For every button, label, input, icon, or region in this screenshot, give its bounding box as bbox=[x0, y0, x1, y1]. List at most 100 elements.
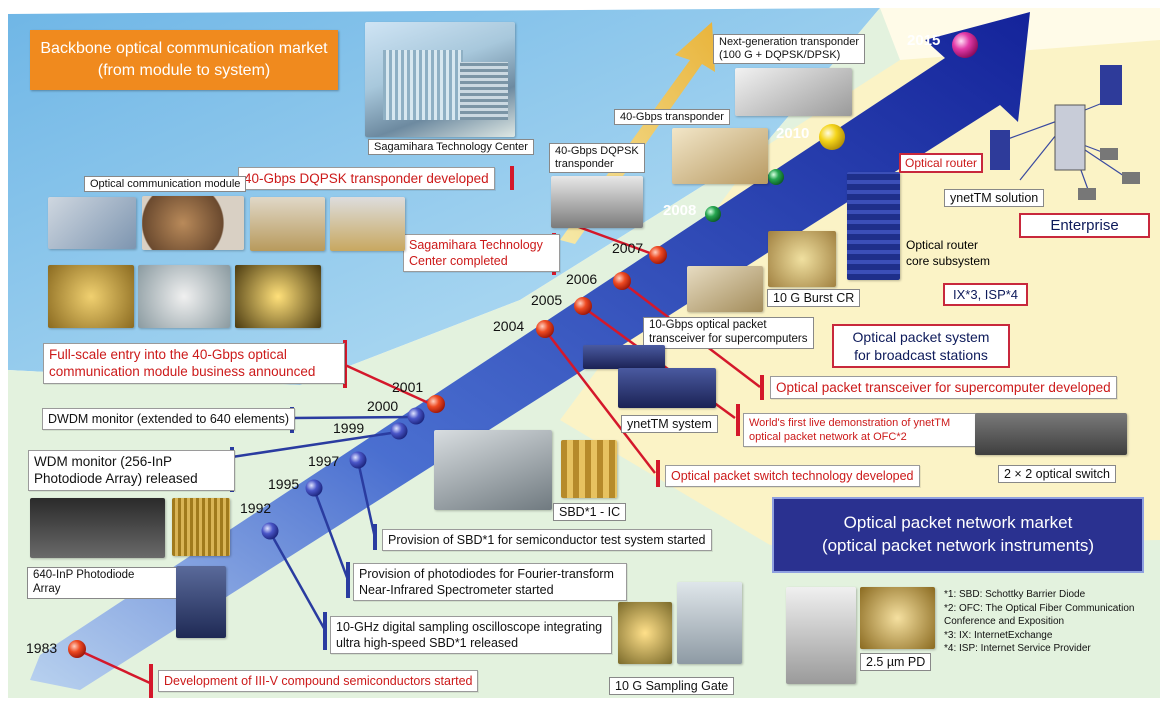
dqpsk-photo bbox=[551, 176, 643, 228]
year-2008: 2008 bbox=[663, 202, 697, 219]
year-1995: 1995 bbox=[268, 476, 300, 492]
connector-2000 bbox=[291, 415, 416, 420]
caption-pd25: 2.5 µm PD bbox=[860, 653, 932, 671]
connector-1995 bbox=[312, 488, 350, 581]
caption-dqpsk-transponder: 40-Gbps DQPSK transponder bbox=[549, 143, 645, 174]
router-core-photo bbox=[847, 172, 900, 280]
module-photo-5 bbox=[48, 265, 134, 328]
milestone-1983: Development of III-V compound semiconduc… bbox=[158, 670, 479, 692]
pd640-array-photo bbox=[172, 498, 230, 556]
milestone-2007: Sagamihara Technology Center completed bbox=[403, 234, 560, 272]
switch-photo bbox=[975, 413, 1127, 455]
enterprise-label: Enterprise bbox=[1019, 213, 1150, 238]
ball-2000 bbox=[407, 407, 425, 425]
ball-2006 bbox=[613, 272, 631, 290]
module-photo-6 bbox=[138, 265, 230, 328]
milestone-1999: WDM monitor (256-InP Photodiode Array) r… bbox=[28, 450, 235, 491]
connector-1997 bbox=[356, 460, 377, 539]
milestone-2001: Full-scale entry into the 40-Gbps optica… bbox=[43, 343, 345, 384]
caption-optical-module: Optical communication module bbox=[84, 176, 247, 192]
connector-2001 bbox=[344, 363, 434, 407]
router-box bbox=[990, 130, 1010, 170]
ball-2005 bbox=[574, 297, 592, 315]
caption-ynet-solution: ynetTM solution bbox=[944, 189, 1045, 207]
footnotes: *1: SBD: Schottky Barrier Diode *2: OFC:… bbox=[944, 589, 1135, 654]
ball-2008 bbox=[705, 206, 721, 222]
module-photo-2 bbox=[142, 196, 244, 250]
sbd-ic-photo bbox=[561, 440, 617, 498]
year-2010: 2010 bbox=[776, 125, 810, 142]
ball-2010 bbox=[819, 124, 845, 150]
milestone-2007-dqpsk: 40-Gbps DQPSK transponder developed bbox=[238, 167, 495, 191]
year-1999: 1999 bbox=[333, 420, 365, 436]
connector-2004 bbox=[544, 329, 656, 474]
caption-sampling-gate: 10 G Sampling Gate bbox=[609, 677, 735, 695]
ball-2009 bbox=[768, 169, 784, 185]
milestone-2004: Optical packet switch technology develop… bbox=[665, 465, 920, 487]
test-system-photo bbox=[434, 430, 552, 510]
year-1992: 1992 bbox=[240, 500, 272, 516]
module-photo-4 bbox=[330, 197, 405, 251]
year-2015: 2015 bbox=[907, 32, 941, 49]
year-2000: 2000 bbox=[367, 398, 399, 414]
connector-1999 bbox=[231, 430, 399, 459]
milestone-1995: Provision of photodiodes for Fourier-tra… bbox=[353, 563, 627, 601]
network-illustration bbox=[990, 65, 1140, 200]
year-2001: 2001 bbox=[392, 379, 424, 395]
caption-pd640: 640-InP Photodiode Array bbox=[27, 567, 177, 599]
caption-router-core: Optical router core subsystem bbox=[906, 238, 991, 268]
nextgen-photo bbox=[735, 68, 852, 116]
broadcast-label: Optical packet system for broadcast stat… bbox=[832, 324, 1010, 369]
ball-1995 bbox=[305, 479, 323, 497]
caption-sbd-ic: SBD*1 - IC bbox=[553, 503, 627, 521]
sagamihara-building-photo bbox=[365, 22, 515, 137]
ball-1983 bbox=[68, 640, 86, 658]
ball-2001 bbox=[427, 395, 445, 413]
module-photo-7 bbox=[235, 265, 321, 328]
milestone-2006: Optical packet transceiver for supercomp… bbox=[770, 376, 1117, 400]
pd25-unit-photo bbox=[786, 587, 856, 684]
ix-isp-label: IX*3, ISP*4 bbox=[943, 283, 1029, 306]
module-photo-3 bbox=[250, 197, 325, 251]
year-2005: 2005 bbox=[531, 292, 563, 308]
burst-chip-photo bbox=[687, 266, 763, 312]
caption-nextgen: Next-generation transponder (100 G + DQP… bbox=[713, 34, 866, 65]
caption-switch: 2 × 2 optical switch bbox=[998, 465, 1116, 483]
ball-2015 bbox=[952, 32, 978, 58]
year-1997: 1997 bbox=[308, 453, 340, 469]
ball-1999 bbox=[390, 422, 408, 440]
connector-1992 bbox=[268, 531, 327, 631]
caption-ynet-system: ynetTM system bbox=[621, 415, 718, 433]
year-2006: 2006 bbox=[566, 271, 598, 287]
connector-1983 bbox=[77, 648, 151, 685]
ball-2004 bbox=[536, 320, 554, 338]
ynet-system-photo bbox=[618, 368, 716, 408]
pd640-photo bbox=[30, 498, 165, 558]
milestone-2000: DWDM monitor (extended to 640 elements) bbox=[42, 408, 296, 430]
transceiver-photo bbox=[583, 345, 665, 369]
sampling-gate-photo bbox=[618, 602, 672, 664]
backbone-market-title: Backbone optical communication market (f… bbox=[30, 30, 338, 90]
caption-40g-transponder: 40-Gbps transponder bbox=[614, 109, 730, 125]
module-photo-1 bbox=[48, 197, 136, 249]
burst-die-photo bbox=[768, 231, 836, 287]
milestone-2005: World's first live demonstration of ynet… bbox=[743, 413, 980, 448]
milestone-1997: Provision of SBD*1 for semiconductor tes… bbox=[382, 529, 712, 551]
caption-burst: 10 G Burst CR bbox=[767, 289, 861, 307]
caption-sagamihara: Sagamihara Technology Center bbox=[368, 139, 534, 155]
transponder40-photo bbox=[672, 128, 768, 184]
year-2007: 2007 bbox=[612, 240, 644, 256]
optical-router-label: Optical router bbox=[899, 153, 984, 173]
ball-1997 bbox=[349, 451, 367, 469]
oscilloscope-photo bbox=[677, 582, 742, 664]
milestone-1992: 10-GHz digital sampling oscilloscope int… bbox=[330, 616, 612, 654]
spectrometer-photo bbox=[176, 566, 226, 638]
ball-1992 bbox=[261, 522, 279, 540]
ball-2007 bbox=[649, 246, 667, 264]
pd25-chip-photo bbox=[860, 587, 935, 649]
caption-10g-transceiver: 10-Gbps optical packet transceiver for s… bbox=[643, 317, 814, 349]
packet-market-title: Optical packet network market (optical p… bbox=[772, 497, 1144, 573]
year-2004: 2004 bbox=[493, 318, 525, 334]
year-1983: 1983 bbox=[26, 640, 58, 656]
